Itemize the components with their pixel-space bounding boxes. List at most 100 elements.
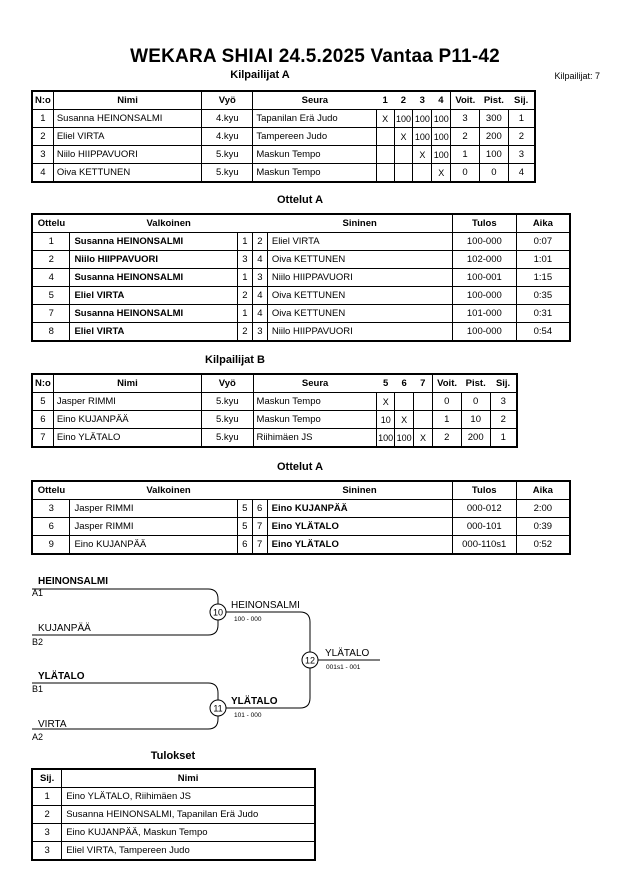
competitor-club: Tapanilan Erä Judo: [252, 109, 377, 128]
match-time: 0:31: [515, 304, 570, 323]
seed-a1-name: HEINONSALMI: [38, 576, 108, 587]
match-10-node: 10: [209, 603, 227, 621]
column-header: 7: [413, 374, 433, 393]
competitor-belt: 4.kyu: [201, 127, 253, 146]
white-number: 2: [236, 322, 253, 342]
white-number: 3: [236, 250, 253, 269]
round-score: X: [431, 163, 451, 183]
column-header: Sininen: [267, 481, 453, 500]
matches-a-title: Ottelut A: [276, 194, 324, 206]
blue-number: 3: [251, 268, 268, 287]
white-competitor: Susanna HEINONSALMI: [69, 304, 238, 323]
blue-number: 4: [251, 286, 268, 305]
column-header: Vyö: [201, 91, 253, 110]
round-score: [393, 145, 413, 164]
competitors-b-title: Kilpailijat B: [205, 354, 265, 366]
match-result: 100-000: [451, 322, 517, 342]
competitor-count: Kilpailijat: 7: [554, 71, 600, 81]
competitor-club: Maskun Tempo: [252, 392, 377, 411]
result-name: Eino KUJANPÄÄ, Maskun Tempo: [61, 823, 315, 842]
match-number: 7: [32, 304, 70, 323]
competitor-points: 0: [478, 163, 509, 183]
match-time: 1:15: [515, 268, 570, 287]
competitor-place: 2: [489, 410, 517, 429]
competitor-place: 1: [507, 109, 535, 128]
column-header: Valkoinen: [69, 481, 268, 500]
white-competitor: Niilo HIIPPAVUORI: [69, 250, 238, 269]
match-time: 0:54: [515, 322, 570, 342]
white-number: 1: [236, 232, 253, 251]
competitor-number: 1: [32, 109, 54, 128]
competitors-a-title: Kilpailijat A: [230, 69, 290, 81]
competitor-name: Susanna HEINONSALMI: [52, 109, 202, 128]
match-number: 4: [32, 268, 70, 287]
competitor-name: Eino YLÄTALO: [52, 428, 202, 448]
round-score: X: [376, 392, 395, 411]
white-competitor: Susanna HEINONSALMI: [69, 232, 238, 251]
result-name: Eliel VIRTA, Tampereen Judo: [61, 841, 315, 861]
match-time: 0:35: [515, 286, 570, 305]
column-header: Tulos: [451, 481, 517, 500]
round-score: 100: [412, 109, 432, 128]
competitor-club: Riihimäen JS: [252, 428, 377, 448]
round-score: [375, 127, 395, 146]
competitor-points: 0: [460, 392, 491, 411]
seed-b1-name: YLÄTALO: [38, 669, 85, 682]
match-result: 101-000: [451, 304, 517, 323]
blue-number: 6: [251, 499, 268, 518]
competitor-number: 2: [32, 127, 54, 146]
match-12-number: 12: [305, 656, 315, 666]
competitor-name: Jasper RIMMI: [52, 392, 202, 411]
column-header: Seura: [252, 91, 377, 110]
round-score: [412, 163, 432, 183]
competitor-belt: 5.kyu: [201, 410, 254, 429]
blue-number: 7: [251, 517, 268, 536]
match-result: 100-001: [451, 268, 517, 287]
round-score: X: [393, 127, 413, 146]
competitor-place: 1: [489, 428, 517, 448]
competitor-club: Maskun Tempo: [252, 163, 377, 183]
column-header: 1: [376, 91, 395, 110]
matches-b-title: Ottelut A: [276, 461, 324, 473]
round-score: X: [375, 109, 395, 128]
competitor-number: 7: [32, 428, 54, 448]
blue-competitor: Niilo HIIPPAVUORI: [266, 268, 453, 287]
competitor-number: 4: [32, 163, 54, 183]
competitor-belt: 4.kyu: [201, 109, 253, 128]
match-11-score: 101 - 000: [234, 712, 262, 719]
round-score: 100: [412, 127, 432, 146]
column-header: Nimi: [52, 91, 202, 110]
round-score: [413, 410, 433, 429]
round-score: X: [412, 145, 432, 164]
round-score: 100: [394, 428, 414, 448]
blue-number: 4: [251, 250, 268, 269]
column-header: Voit.: [431, 374, 462, 393]
match-11-node: 11: [209, 699, 227, 717]
blue-competitor: Eino KUJANPÄÄ: [266, 499, 453, 518]
match-12-node: 12: [301, 651, 319, 669]
competitor-belt: 5.kyu: [201, 145, 253, 164]
competitor-points: 10: [460, 410, 491, 429]
match-12-score: 001s1 - 001: [326, 664, 361, 671]
seed-b2-name: KUJANPÄÄ: [38, 622, 91, 634]
blue-competitor: Niilo HIIPPAVUORI: [266, 322, 453, 342]
competitor-wins: 2: [431, 428, 462, 448]
match-10-number: 10: [213, 608, 223, 618]
round-score: X: [394, 410, 414, 429]
competitor-name: Niilo HIIPPAVUORI: [52, 145, 202, 164]
match-time: 0:52: [515, 535, 570, 555]
column-header: Nimi: [52, 374, 202, 393]
column-header: Valkoinen: [69, 214, 268, 233]
blue-competitor: Oiva KETTUNEN: [266, 286, 453, 305]
competitor-club: Tampereen Judo: [252, 127, 377, 146]
